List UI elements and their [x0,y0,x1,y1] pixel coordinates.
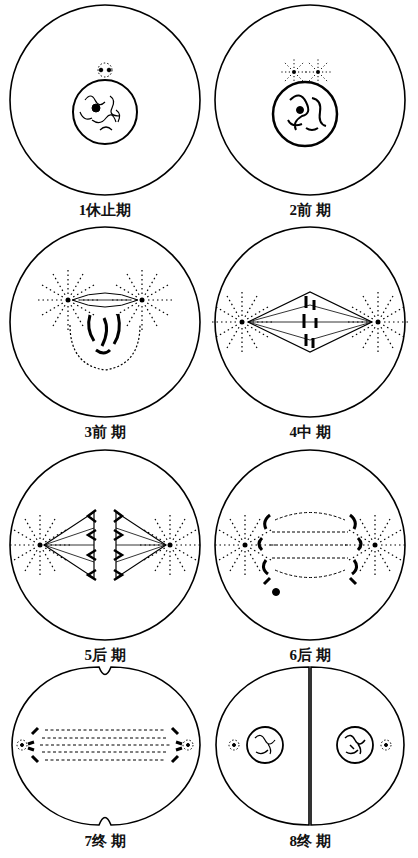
stage-caption: 7终 期 [84,832,125,850]
stage-caption: 6后 期 [289,646,330,664]
stage-caption: 2前 期 [289,201,330,219]
stage-caption: 1休止期 [79,201,132,219]
stage-caption: 4中 期 [289,423,330,441]
stage-caption: 5后 期 [84,646,125,664]
stage-caption: 8终 期 [289,832,330,850]
stage-caption: 3前 期 [84,423,125,441]
